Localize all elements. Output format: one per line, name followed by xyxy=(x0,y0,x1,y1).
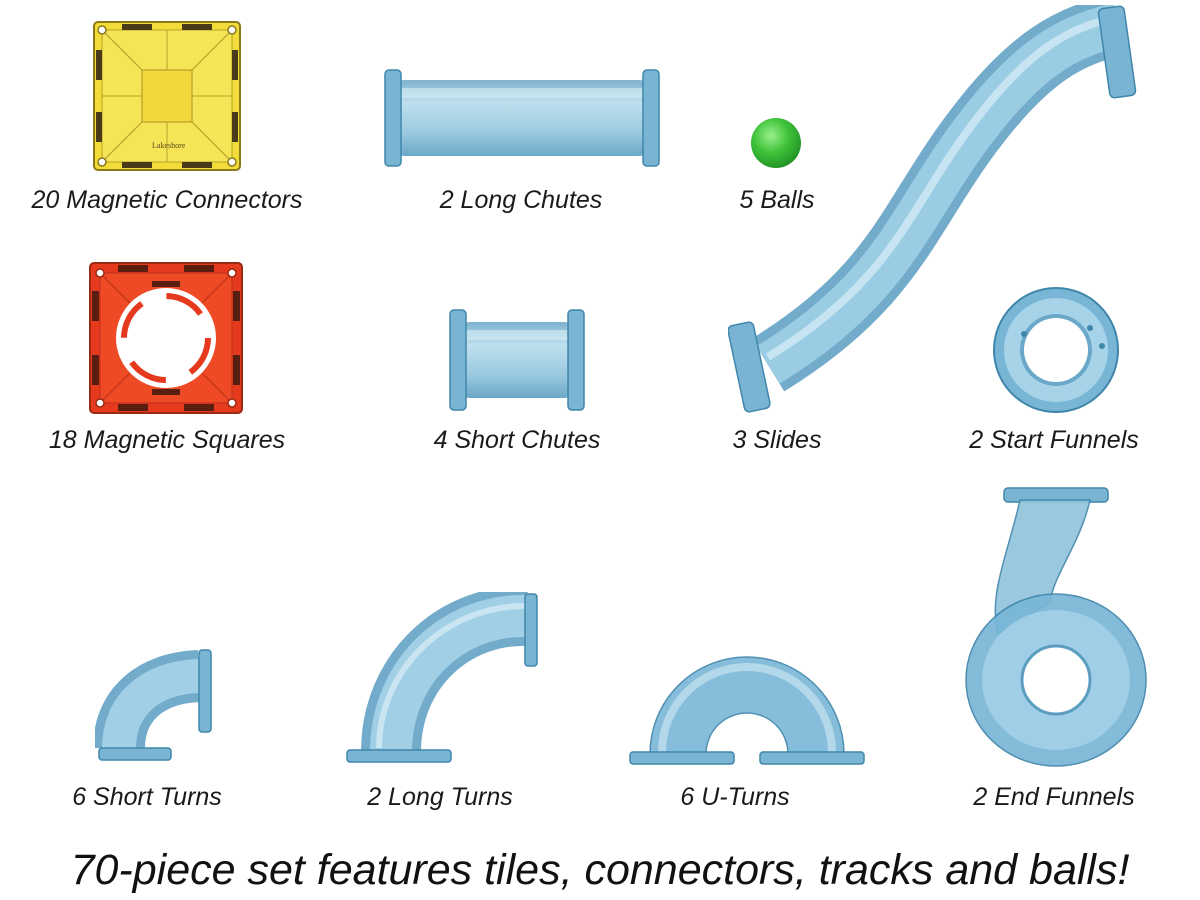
green-ball xyxy=(750,117,802,169)
caption-short-turns: 6 Short Turns xyxy=(72,783,222,811)
long-turn-image xyxy=(343,592,543,768)
magnetic-connector-tile: Lakeshore xyxy=(92,20,242,172)
long-chute-image xyxy=(383,66,661,170)
caption-u-turns: 6 U-Turns xyxy=(680,783,790,811)
caption-balls: 5 Balls xyxy=(739,186,815,214)
caption-magnetic-connectors: 20 Magnetic Connectors xyxy=(31,186,303,214)
caption-magnetic-squares: 18 Magnetic Squares xyxy=(48,426,286,454)
caption-long-chutes: 2 Long Chutes xyxy=(439,186,603,214)
caption-end-funnels: 2 End Funnels xyxy=(973,783,1135,811)
headline: 70-piece set features tiles, connectors,… xyxy=(70,846,1130,894)
slide-image xyxy=(728,5,1148,413)
tile-brand-text: Lakeshore xyxy=(152,141,186,150)
u-turn-image xyxy=(628,652,866,772)
magnetic-square-tile xyxy=(88,261,244,415)
short-turn-image xyxy=(95,648,215,766)
caption-short-chutes: 4 Short Chutes xyxy=(433,426,601,454)
end-funnel-image xyxy=(958,484,1152,772)
caption-start-funnels: 2 Start Funnels xyxy=(969,426,1139,454)
caption-long-turns: 2 Long Turns xyxy=(367,783,513,811)
short-chute-image xyxy=(448,306,586,414)
start-funnel-image xyxy=(990,284,1122,414)
caption-slides: 3 Slides xyxy=(732,426,822,454)
